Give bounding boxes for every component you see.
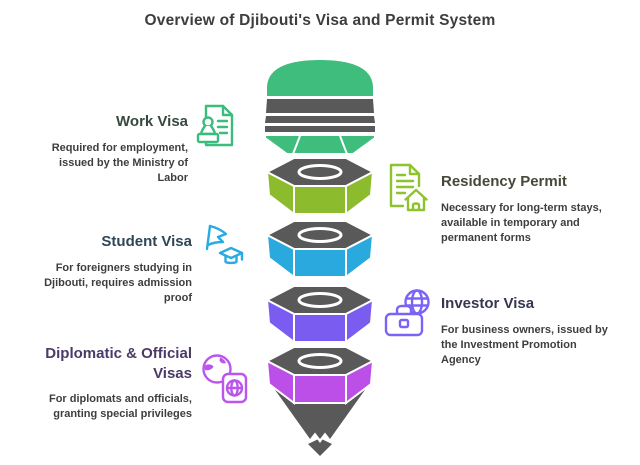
funnel-segment-diplomatic-visas <box>265 345 375 405</box>
funnel-segment-work-visa <box>264 60 376 155</box>
residency-permit-description: Necessary for long-term stays, available… <box>441 201 602 245</box>
investor-visa-heading: Investor Visa <box>441 295 535 312</box>
document-house-icon <box>389 163 428 212</box>
student-visa-heading: Student Visa <box>101 233 192 250</box>
funnel-segment-student-visa <box>265 219 375 279</box>
work-visa-text: Work Visa Required for employment, issue… <box>28 103 188 187</box>
student-visa-description: For foreigners studying in Djibouti, req… <box>44 261 192 305</box>
visa-funnel <box>264 60 376 456</box>
investor-visa-text: Investor Visa For business owners, issue… <box>441 285 613 369</box>
residency-permit-icon-box <box>383 160 435 247</box>
residency-permit-text: Residency Permit Necessary for long-term… <box>441 160 613 247</box>
work-visa-description: Required for employment, issued by the M… <box>51 141 188 185</box>
diplomatic-visas-icon-box <box>198 344 250 423</box>
residency-permit-heading: Residency Permit <box>441 173 567 190</box>
stamped-document-icon <box>196 104 234 147</box>
diplomatic-visas-item: Diplomatic & Official Visas For diplomat… <box>20 344 250 423</box>
work-visa-icon-box <box>194 103 246 187</box>
briefcase-globe-icon <box>384 289 430 337</box>
investor-visa-icon-box <box>383 285 435 369</box>
work-visa-item: Work Visa Required for employment, issue… <box>28 103 246 187</box>
investor-visa-item: Investor Visa For business owners, issue… <box>383 285 613 369</box>
diplomatic-visas-text: Diplomatic & Official Visas For diplomat… <box>20 344 192 423</box>
diplomatic-visas-heading: Diplomatic & Official Visas <box>45 345 192 382</box>
diplomatic-visas-description: For diplomats and officials, granting sp… <box>48 393 192 421</box>
page-title: Overview of Djibouti's Visa and Permit S… <box>144 12 496 29</box>
residency-permit-item: Residency Permit Necessary for long-term… <box>383 160 613 247</box>
student-visa-icon-box <box>198 222 250 307</box>
globe-passport-icon <box>202 354 248 404</box>
work-visa-heading: Work Visa <box>116 113 188 130</box>
funnel-segment-residency-permit <box>265 156 375 216</box>
pennant-graduation-icon <box>205 224 244 265</box>
student-visa-item: Student Visa For foreigners studying in … <box>28 222 250 307</box>
funnel-segment-investor-visa <box>265 284 375 344</box>
investor-visa-description: For business owners, issued by the Inves… <box>441 323 608 367</box>
student-visa-text: Student Visa For foreigners studying in … <box>28 222 192 307</box>
